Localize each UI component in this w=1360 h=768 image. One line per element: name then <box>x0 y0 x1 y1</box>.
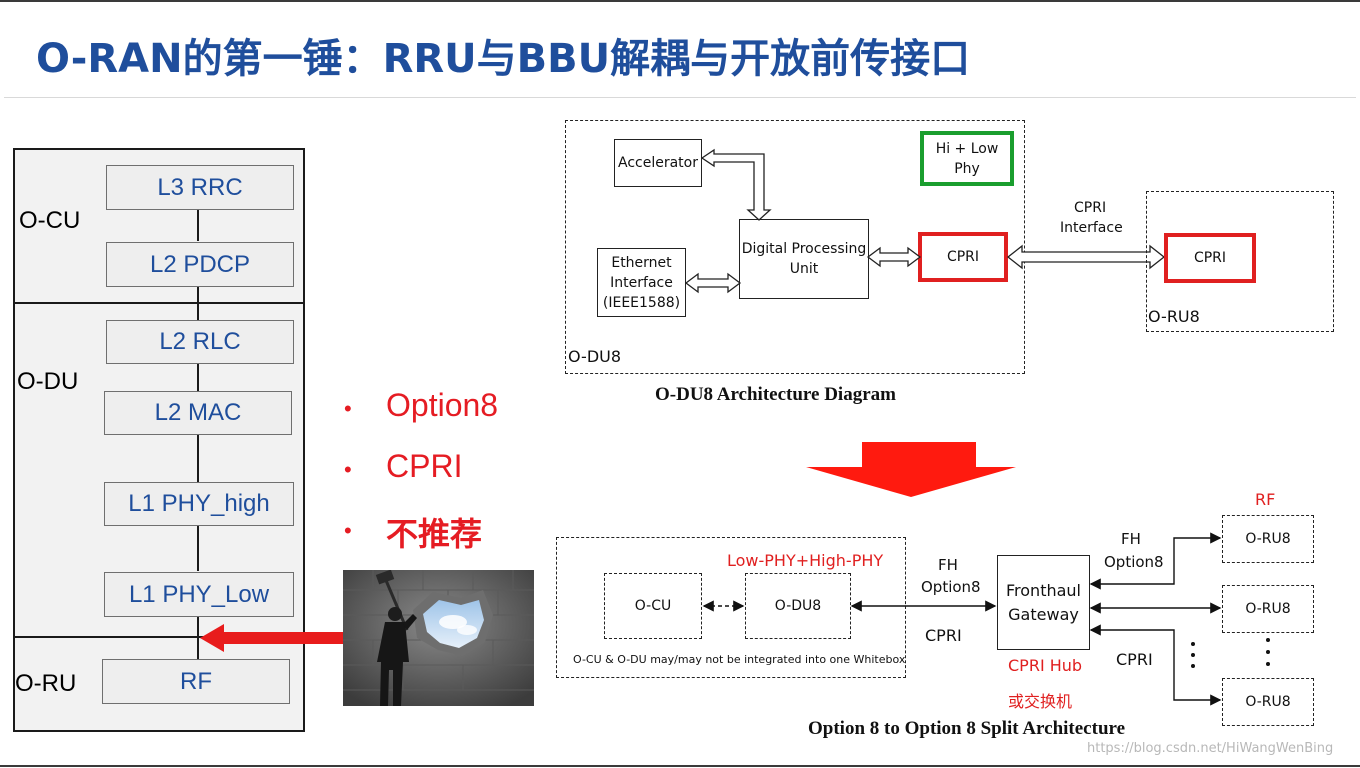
man-breaking-wall-image <box>343 570 534 706</box>
hi-low-phy-label-2: Phy <box>954 160 980 177</box>
top-border <box>0 0 1360 2</box>
cpri-ru-box: CPRI <box>1164 233 1256 283</box>
gateway-label-1: Fronthaul <box>1006 580 1081 600</box>
o-ru8-box-3-label: O-RU8 <box>1245 694 1291 710</box>
switch-label: 或交换机 <box>1008 692 1073 711</box>
o-ru8-boundary <box>1146 191 1334 332</box>
accelerator-box: Accelerator <box>614 139 702 187</box>
o-ru8-box-2-label: O-RU8 <box>1245 601 1291 617</box>
du-ru-divider <box>13 636 305 638</box>
ethernet-label-1: Ethernet <box>611 254 672 271</box>
stack-connector <box>197 287 199 320</box>
o-du8-label: O-DU8 <box>568 347 622 366</box>
o-ru8-box-2: O-RU8 <box>1222 585 1314 633</box>
layer-l2-rlc: L2 RLC <box>106 320 294 364</box>
o-ru8-box-1-label: O-RU8 <box>1245 531 1291 547</box>
accelerator-label: Accelerator <box>618 155 698 171</box>
page-title: O-RAN的第一锤：RRU与BBU解耦与开放前传接口 <box>36 36 971 82</box>
ethernet-label-2: Interface <box>610 274 673 291</box>
bullet-not-recommended: 不推荐 <box>386 515 483 553</box>
layer-l2-mac: L2 MAC <box>104 391 292 435</box>
hi-low-phy-box: Hi + Low Phy <box>920 131 1014 186</box>
cpri-interface-label-2: Interface <box>1060 220 1123 236</box>
cu-du-divider <box>13 302 305 304</box>
split-point-arrow <box>200 624 344 652</box>
fh-left-label-2: Option8 <box>921 578 981 596</box>
o-du8-box-label: O-DU8 <box>774 598 822 614</box>
rf-label: RF <box>1255 490 1276 509</box>
fh-left-label-1: FH <box>938 556 958 574</box>
cpri-left-label: CPRI <box>925 626 962 645</box>
bottom-diagram-arrows <box>702 532 1270 706</box>
cpri-du-label: CPRI <box>946 249 980 265</box>
dpu-label-1: Digital Processing <box>741 241 867 257</box>
bullet-cpri: CPRI <box>386 448 463 484</box>
o-cu-label: O-CU <box>634 598 672 614</box>
layer-l3-rrc: L3 RRC <box>106 165 294 210</box>
cpri-hub-label: CPRI Hub <box>1008 656 1083 675</box>
gateway-label-2: Gateway <box>1008 604 1079 624</box>
stack-connector <box>197 364 199 391</box>
section-label-o-cu: O-CU <box>19 207 81 234</box>
stack-connector <box>197 617 199 659</box>
title-rule <box>4 97 1356 98</box>
bottom-diagram-caption: Option 8 to Option 8 Split Architecture <box>808 718 1126 739</box>
layer-l1-phy-low: L1 PHY_Low <box>104 572 294 617</box>
digital-processing-unit-box: Digital Processing Unit <box>739 219 869 299</box>
o-ru8-label: O-RU8 <box>1148 307 1200 326</box>
top-diagram-caption: O-DU8 Architecture Diagram <box>655 384 896 405</box>
section-label-o-ru: O-RU <box>15 670 77 697</box>
whitebox-note: O-CU & O-DU may/may not be integrated in… <box>573 653 906 666</box>
o-ru8-box-1: O-RU8 <box>1222 515 1314 563</box>
low-high-phy-label: Low-PHY+High-PHY <box>727 551 884 570</box>
dpu-label-2: Unit <box>789 261 819 277</box>
fronthaul-gateway-box: Fronthaul Gateway <box>997 555 1090 650</box>
o-du8-boundary <box>565 120 1025 374</box>
stack-connector <box>197 526 199 571</box>
layer-l2-pdcp: L2 PDCP <box>106 242 294 287</box>
ethernet-label-3: (IEEE1588) <box>602 294 681 311</box>
bullet-dot: • <box>344 518 352 543</box>
cpri-ru-label: CPRI <box>1193 250 1227 266</box>
ethernet-interface-box: Ethernet Interface (IEEE1588) <box>597 248 686 317</box>
layer-l1-phy-high: L1 PHY_high <box>104 482 294 526</box>
hi-low-phy-label-1: Hi + Low <box>935 140 999 157</box>
stack-connector <box>197 435 199 482</box>
transition-down-arrow <box>806 442 1016 497</box>
cpri-interface-label-1: CPRI <box>1074 200 1107 216</box>
bullet-dot: • <box>344 457 352 482</box>
stack-connector <box>197 209 199 241</box>
bullet-option8: Option8 <box>386 387 499 423</box>
bullet-dot: • <box>344 396 352 421</box>
o-du8-box: O-DU8 <box>745 573 851 639</box>
o-cu-box: O-CU <box>604 573 702 639</box>
section-label-o-du: O-DU <box>17 368 79 395</box>
o-ru8-box-3: O-RU8 <box>1222 678 1314 726</box>
top-diagram-arrows <box>684 148 1166 294</box>
layer-rf: RF <box>102 659 290 704</box>
watermark: https://blog.csdn.net/HiWangWenBing <box>1087 741 1334 756</box>
bottom-border <box>0 765 1360 767</box>
